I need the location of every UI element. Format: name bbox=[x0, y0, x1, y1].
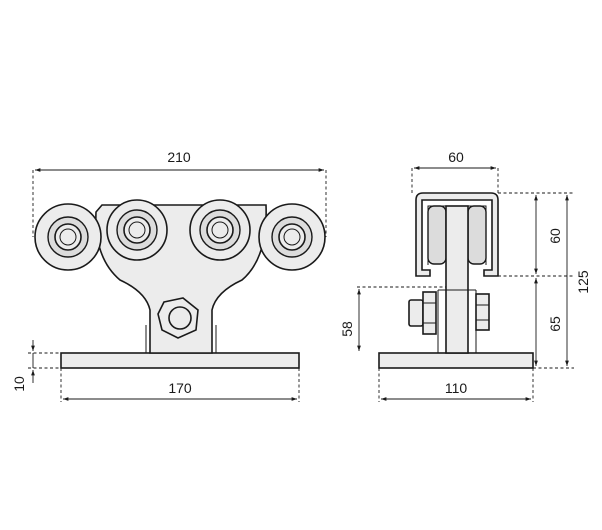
side-channel-profile bbox=[415, 192, 499, 277]
dim-channel-width-label: 60 bbox=[448, 149, 464, 165]
dim-channel-width: 60 bbox=[411, 149, 499, 193]
front-wheel-2 bbox=[106, 199, 168, 261]
side-bolt bbox=[408, 291, 490, 335]
dim-channel-height-label: 60 bbox=[547, 228, 563, 244]
dim-total-height-label: 125 bbox=[575, 270, 591, 294]
dim-bracket-height: 58 bbox=[339, 286, 446, 351]
dim-bracket-height-label: 58 bbox=[339, 321, 355, 337]
front-wheel-3 bbox=[189, 199, 251, 261]
side-base-plate bbox=[378, 352, 534, 369]
side-wheel-right bbox=[467, 205, 487, 265]
dim-channel-height: 60 bbox=[534, 195, 563, 274]
side-view: 60 60 65 125 58 bbox=[339, 149, 591, 402]
front-wheel-4 bbox=[258, 203, 326, 271]
dim-base-width: 170 bbox=[60, 368, 300, 402]
dim-lower-height-label: 65 bbox=[547, 316, 563, 332]
dim-total-height: 125 bbox=[565, 195, 591, 366]
dim-base-width-label: 170 bbox=[168, 380, 192, 396]
dim-base-thickness: 10 bbox=[11, 340, 61, 392]
dim-side-base-width-label: 110 bbox=[445, 380, 468, 396]
dim-lower-height: 65 bbox=[534, 278, 563, 366]
dim-base-thickness-label: 10 bbox=[11, 376, 27, 392]
dim-side-base-width: 110 bbox=[378, 368, 534, 402]
front-view: 210 170 10 bbox=[11, 149, 327, 402]
side-wheel-left bbox=[427, 205, 447, 265]
front-wheel-1 bbox=[34, 203, 102, 271]
dim-overall-width-label: 210 bbox=[167, 149, 191, 165]
front-base-plate bbox=[60, 352, 300, 369]
dim-overall-width: 210 bbox=[32, 149, 327, 237]
front-axle-nut bbox=[157, 297, 199, 339]
side-bracket-post bbox=[445, 205, 469, 354]
